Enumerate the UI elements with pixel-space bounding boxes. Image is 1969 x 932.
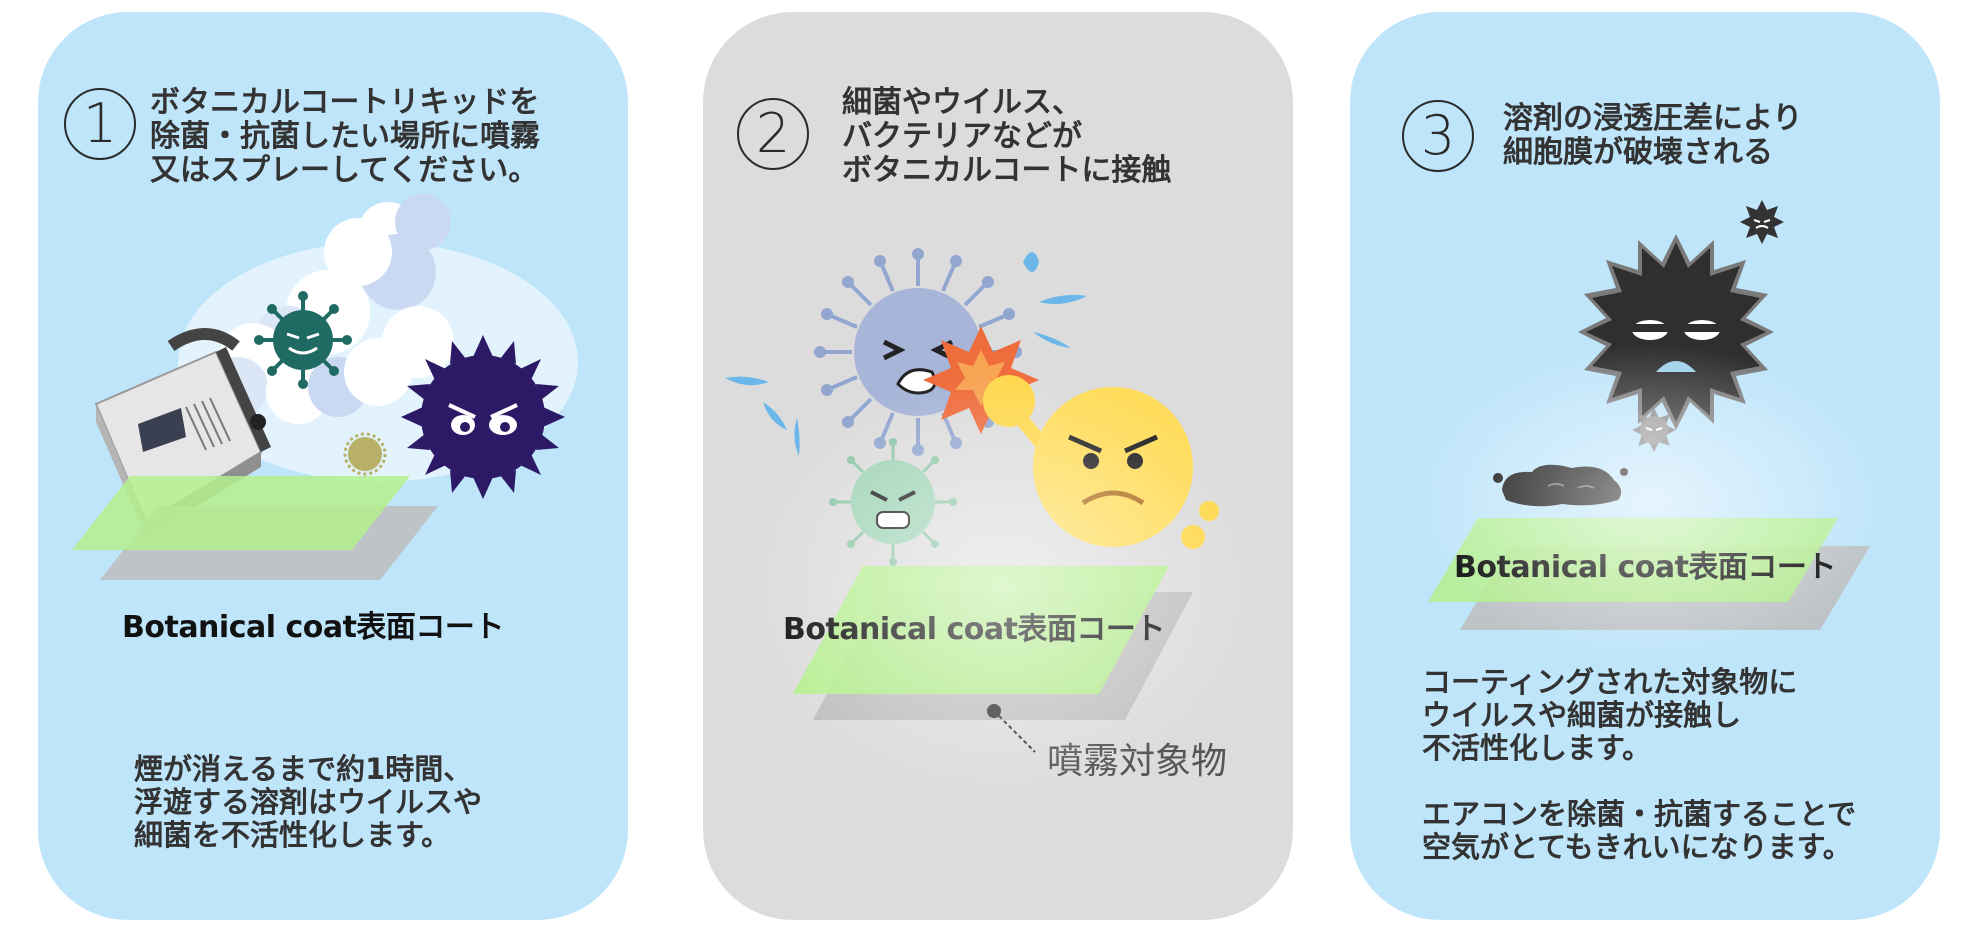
green-virus-icon [829,438,957,566]
small-dark-virus-icon [1740,200,1784,244]
target-label: 噴霧対象物 [1047,741,1228,782]
surface-label: Botanical coat表面コート [1454,550,1836,585]
step-1-number: 1 [64,88,136,160]
step-2-number: 2 [737,98,809,170]
dark-virus-icon [1578,234,1774,430]
small-virus-icon [343,432,387,476]
gray-virus-icon [1632,408,1676,452]
step-3-body-text: コーティングされた対象物に ウイルスや細菌が接触し 不活性化します。 エアコンを… [1422,665,1857,864]
pointer-line-icon [987,704,1036,753]
angry-face-icon [983,375,1219,549]
step-1-panel: 1 ボタニカルコートリキッドを 除菌・抗菌したい場所に噴霧 又はスプレーしてくだ… [38,12,628,920]
step-3-text: 溶剤の浸透圧差により 細胞膜が破壊される [1503,101,1803,170]
step-1-text: ボタニカルコートリキッドを 除菌・抗菌したい場所に噴霧 又はスプレーしてください… [150,85,540,188]
purple-virus-icon [401,335,565,499]
step-3-number: 3 [1402,100,1474,172]
splash-icon [725,252,1087,456]
splat-virus-icon [1493,464,1628,507]
fogging-illustration [94,194,578,537]
coat-surface [72,476,438,580]
surface-label: Botanical coat表面コート [122,610,504,645]
coat-surface [793,566,1193,720]
step-2-panel: 2 細菌やウイルス、 バクテリアなどが ボタニカルコートに接触 [703,12,1293,920]
blue-virus-icon [814,248,1022,456]
destroyed-virus-illustration [1493,200,1784,507]
green-virus-icon [254,291,352,389]
contact-illustration [725,248,1219,566]
coat-surface [1428,518,1870,630]
surface-label: Botanical coat表面コート [783,612,1165,647]
step-1-body-text: 煙が消えるまで約1時間、 浮遊する溶剤はウイルスや 細菌を不活性化します。 [134,752,483,852]
step-2-text: 細菌やウイルス、 バクテリアなどが ボタニカルコートに接触 [842,85,1172,188]
step-3-panel: 3 溶剤の浸透圧差により 細胞膜が破壊される [1350,12,1940,920]
